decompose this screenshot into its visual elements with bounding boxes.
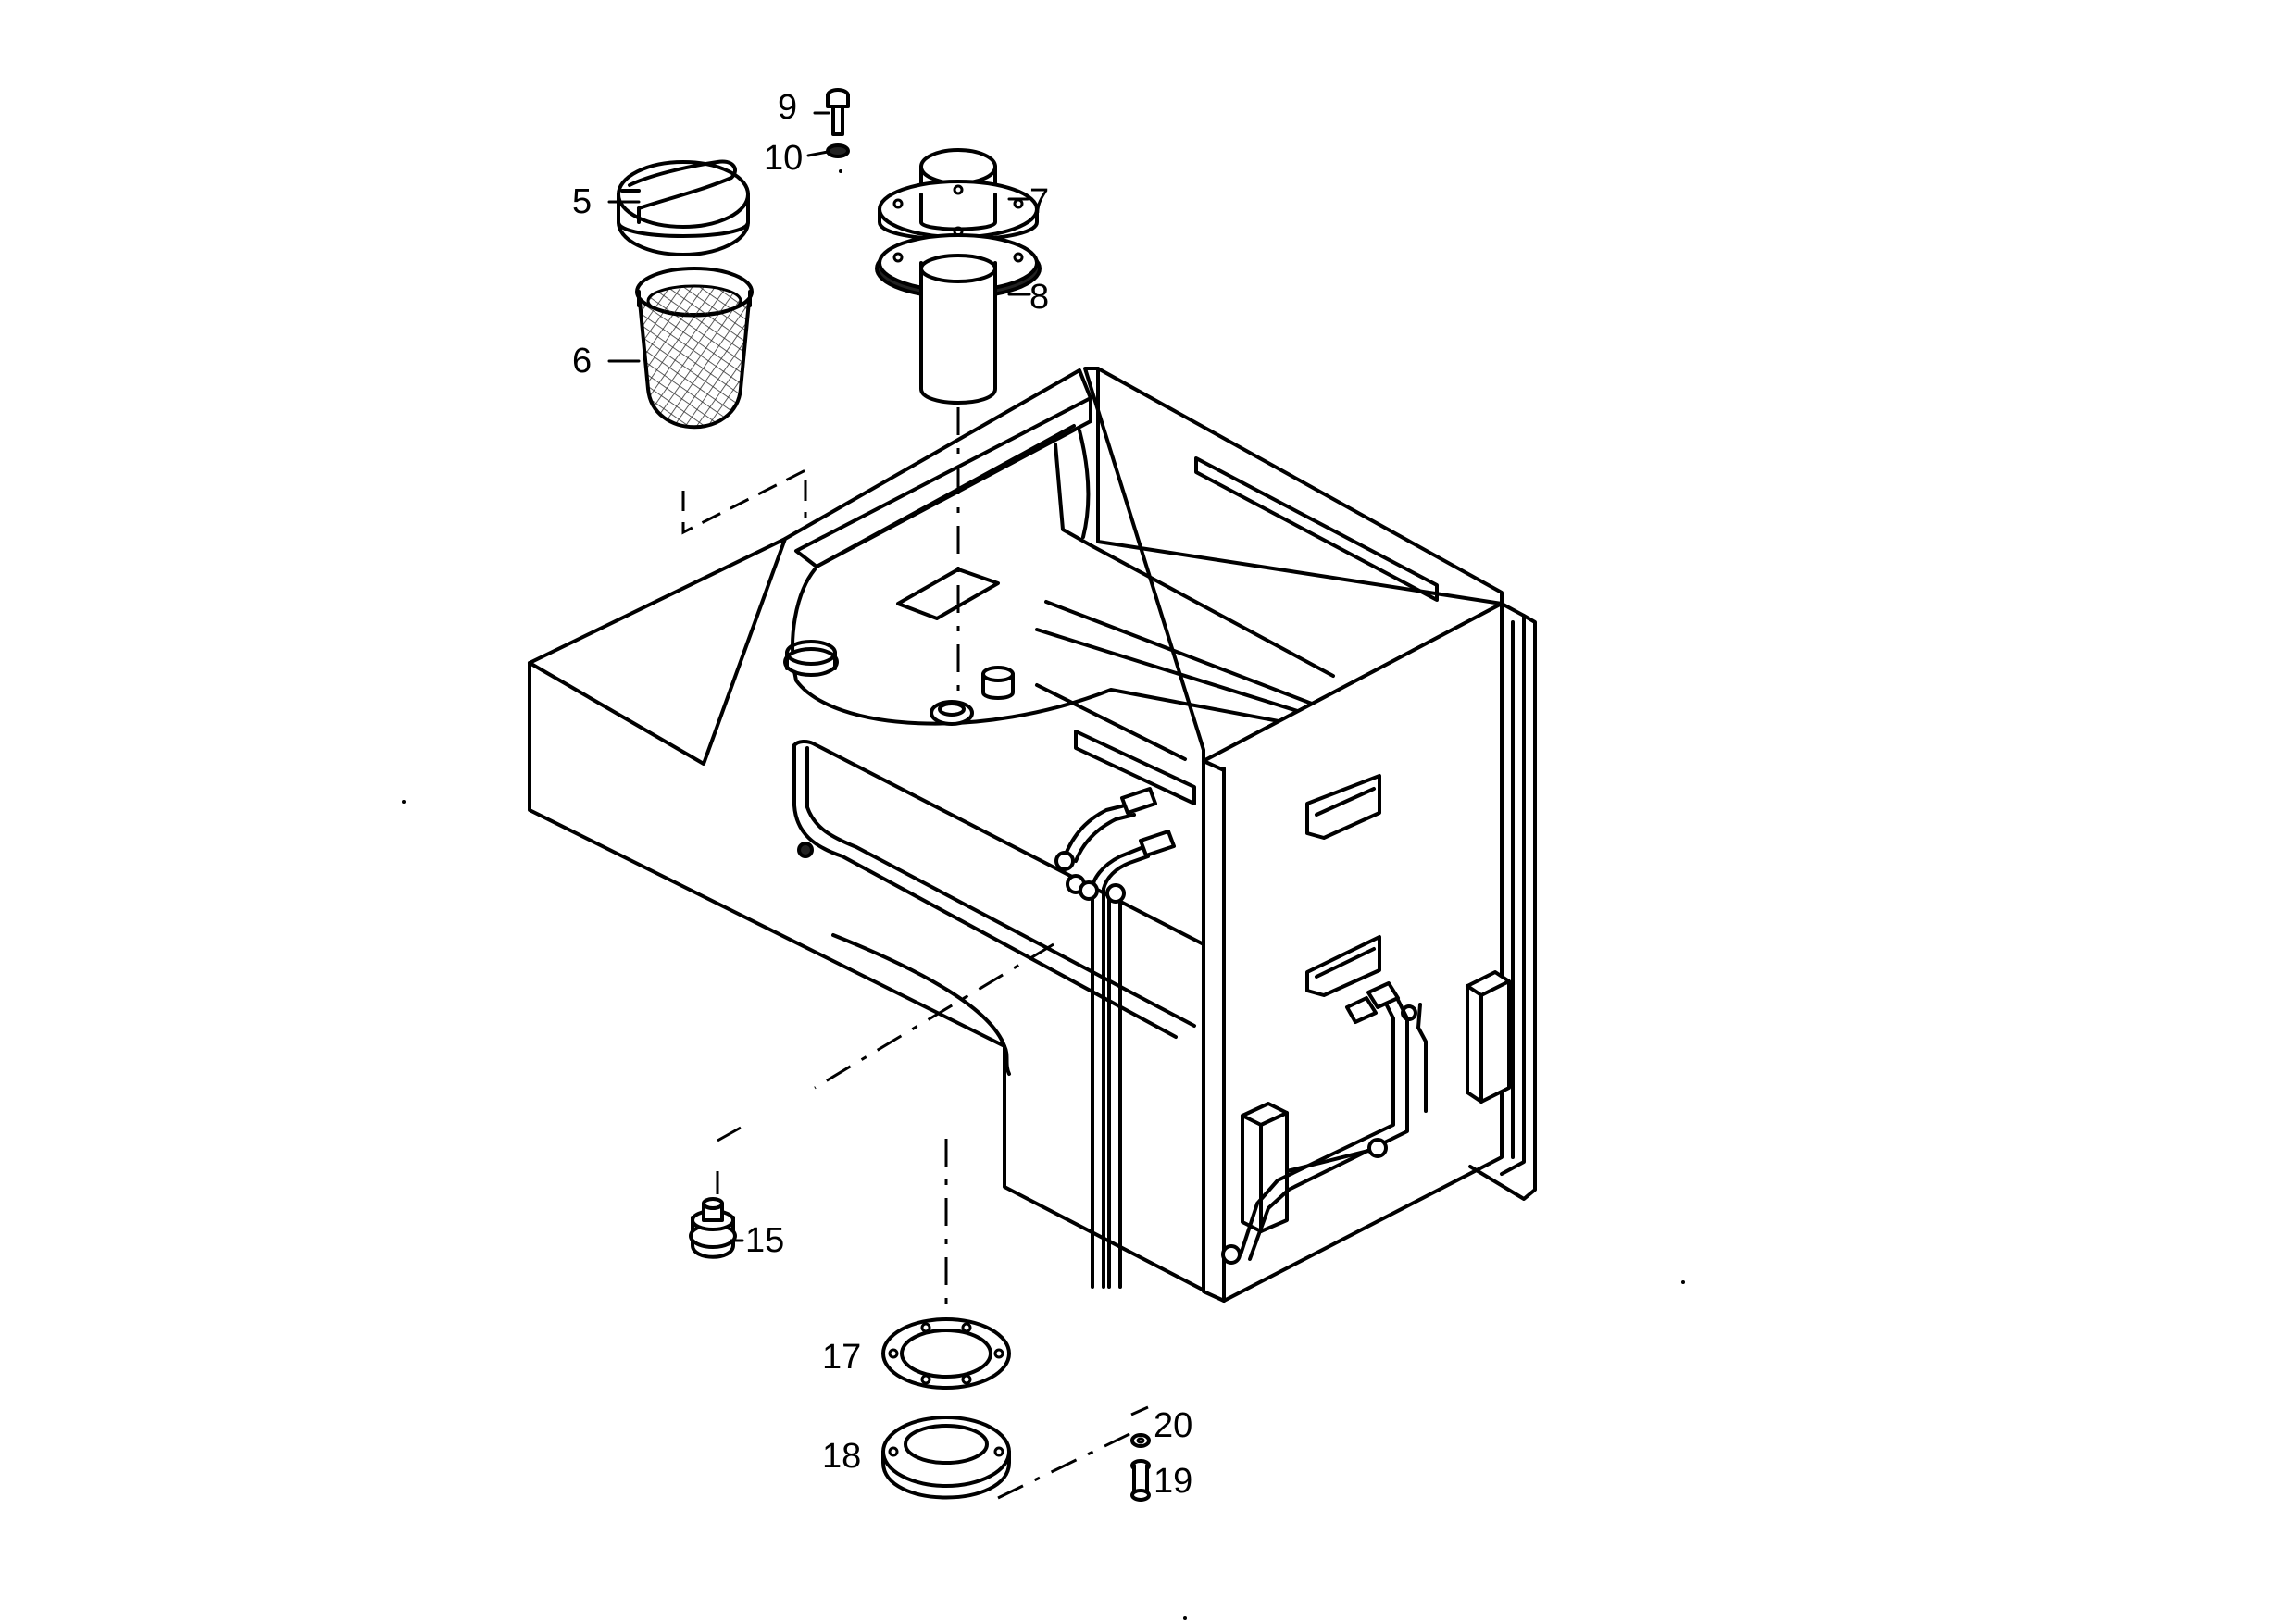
callout-15: 15 <box>745 1221 784 1260</box>
part-6-strainer-basket <box>635 267 754 430</box>
callout-8: 8 <box>1029 278 1049 317</box>
part-18-cover-plate <box>881 1416 1011 1500</box>
part-17-gasket <box>881 1317 1011 1390</box>
callout-18: 18 <box>822 1437 861 1476</box>
callout-7: 7 <box>1029 182 1049 221</box>
part-9-bolt <box>826 88 850 136</box>
part-20-washer <box>1130 1433 1151 1448</box>
callout-10: 10 <box>764 139 803 178</box>
part-8-gasket-tube <box>875 233 1042 405</box>
scan-specks <box>402 169 1685 1620</box>
callout-labels: 9 10 5 6 7 8 15 17 18 20 19 <box>572 88 1192 1501</box>
part-19-bolt <box>1130 1459 1151 1502</box>
callout-5: 5 <box>572 182 592 221</box>
callout-19: 19 <box>1154 1462 1192 1501</box>
part-15-drain-plug <box>689 1197 737 1259</box>
callout-20: 20 <box>1154 1406 1192 1445</box>
callout-9: 9 <box>778 88 797 127</box>
part-7-suction-flange <box>878 148 1039 242</box>
callout-6: 6 <box>572 342 592 381</box>
hydraulic-tank <box>528 367 1537 1303</box>
assembly-centerlines <box>607 111 1149 1500</box>
part-5-filler-cap <box>617 159 750 256</box>
part-10-washer <box>826 143 850 158</box>
callout-17: 17 <box>822 1338 861 1377</box>
